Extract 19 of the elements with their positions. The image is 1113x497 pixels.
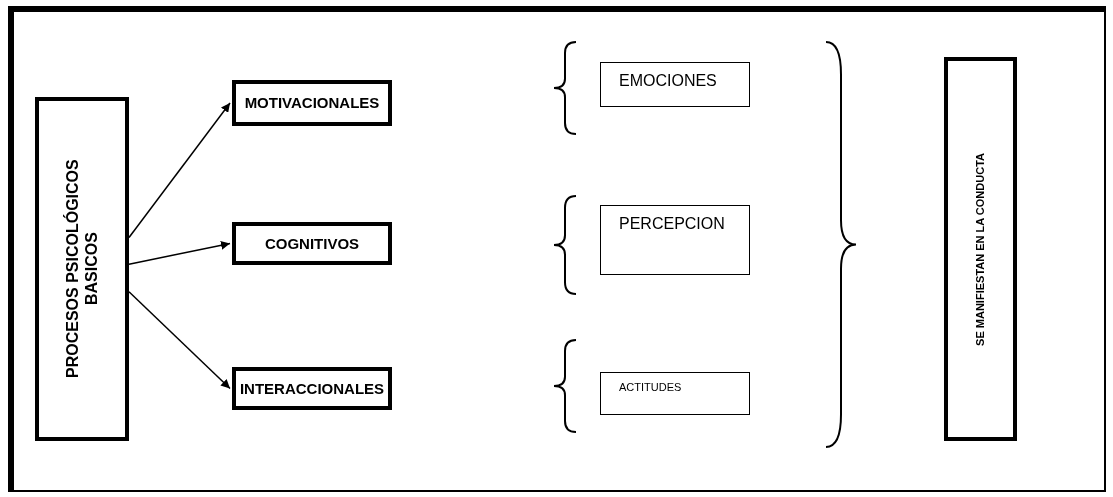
node-label: MOTIVACIONALES — [244, 94, 380, 112]
category-box — [232, 80, 392, 126]
process-box — [35, 97, 129, 441]
node-label: SE MANIFIESTAN EN LA CONDUCTA — [973, 152, 987, 346]
arrow — [128, 290, 231, 390]
node-label: PROCESOS PSICOLÓGICOS BASICOS — [62, 158, 101, 381]
item-box — [600, 372, 750, 415]
item-box — [600, 62, 750, 107]
category-box — [232, 367, 392, 410]
result-box — [944, 57, 1017, 441]
node-label: ACTITUDES — [619, 381, 682, 395]
item-box — [600, 205, 750, 275]
node-label: COGNITIVOS — [264, 234, 360, 253]
node-label: EMOCIONES — [619, 71, 717, 91]
arrow — [128, 102, 231, 239]
node-label: INTERACCIONALES — [239, 379, 385, 398]
node-label: PERCEPCION — [619, 214, 725, 234]
category-box — [232, 222, 392, 265]
arrow — [128, 240, 231, 265]
